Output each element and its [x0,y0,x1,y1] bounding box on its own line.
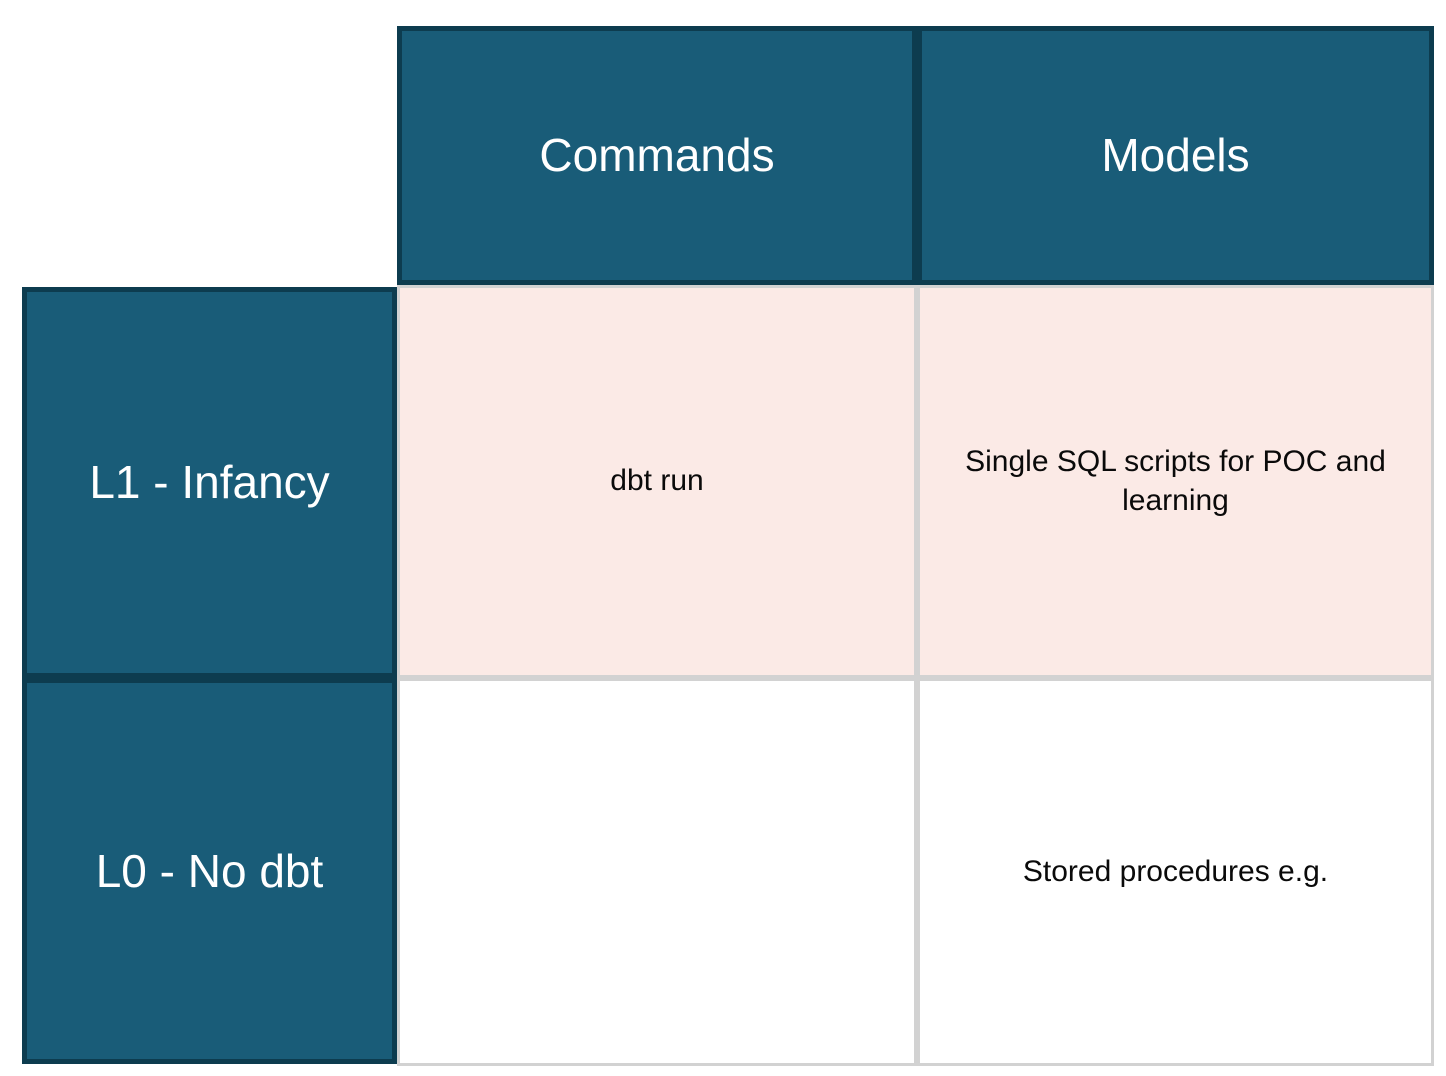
column-header-commands: Commands [397,26,917,285]
column-header-models: Models [917,26,1434,285]
cell-l0-commands [397,678,917,1066]
cell-l0-models-text: Stored procedures e.g. [1022,854,1329,888]
cell-l0-models: Stored procedures e.g. [917,678,1434,1066]
column-header-models-label: Models [1101,129,1250,182]
cell-l1-commands: dbt run [397,285,917,678]
row-header-l1-infancy: L1 - Infancy [22,287,397,678]
cell-l1-models-text: Single SQL scripts for POC and learning [965,445,1386,517]
row-header-l0-no-dbt-label: L0 - No dbt [95,844,324,897]
cell-l1-commands-text: dbt run [610,464,704,498]
column-header-commands-label: Commands [539,129,775,182]
row-header-l1-infancy-label: L1 - Infancy [89,456,330,509]
cell-l1-models: Single SQL scripts for POC and learning [917,285,1434,678]
row-header-l0-no-dbt: L0 - No dbt [22,678,397,1064]
